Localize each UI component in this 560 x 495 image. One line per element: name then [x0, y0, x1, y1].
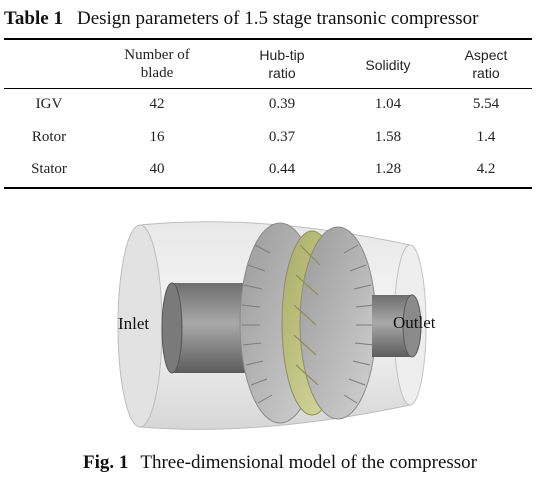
- header-line1: Aspect: [464, 47, 508, 63]
- header-number-of-blade: Number of blade: [124, 46, 189, 82]
- outlet-duct: [372, 294, 422, 358]
- header-hub-tip-ratio: Hub-tip ratio: [259, 46, 304, 82]
- header-line2: ratio: [472, 65, 500, 81]
- header-line1: Solidity: [365, 57, 411, 73]
- row-rotor-hub-tip: 0.37: [268, 129, 296, 145]
- row-stator-solidity: 1.28: [374, 161, 402, 177]
- table-title: Design parameters of 1.5 stage transonic…: [76, 8, 479, 29]
- row-rotor-name: Rotor: [31, 129, 67, 145]
- row-stator-aspect: 4.2: [476, 161, 496, 177]
- header-solidity: Solidity: [365, 56, 410, 74]
- row-stator-hub-tip: 0.44: [268, 161, 296, 177]
- inlet-label: Inlet: [118, 314, 150, 333]
- blade-rows: [239, 222, 377, 424]
- figure-caption-text: Three-dimensional model of the compresso…: [140, 452, 477, 473]
- table-caption: Table 1 Design parameters of 1.5 stage tr…: [4, 8, 478, 30]
- table-header-rule: [4, 88, 532, 89]
- row-igv-aspect: 5.54: [472, 96, 500, 112]
- outlet-label: Outlet: [393, 313, 436, 332]
- row-igv-hub-tip: 0.39: [268, 96, 296, 112]
- row-stator-name: Stator: [31, 161, 67, 177]
- row-rotor-blades: 16: [149, 129, 165, 145]
- table-label: Table 1: [4, 8, 63, 29]
- header-line2: ratio: [268, 65, 296, 81]
- row-rotor-aspect: 1.4: [476, 129, 496, 145]
- compressor-3d-model: [117, 221, 427, 430]
- row-stator-blades: 40: [149, 161, 165, 177]
- figure-label: Fig. 1: [82, 452, 129, 473]
- row-igv-name: IGV: [35, 96, 63, 112]
- header-line1: Number of: [124, 47, 190, 63]
- figure-caption: Fig. 1 Three-dimensional model of the com…: [0, 452, 560, 474]
- table-top-rule: [4, 38, 532, 40]
- row-igv-blades: 42: [149, 96, 165, 112]
- table-bottom-rule: [4, 187, 532, 189]
- row-rotor-solidity: 1.58: [374, 129, 402, 145]
- header-line1: Hub-tip: [259, 47, 305, 63]
- header-line2: blade: [140, 65, 174, 81]
- header-aspect-ratio: Aspect ratio: [465, 46, 508, 82]
- row-igv-solidity: 1.04: [374, 96, 402, 112]
